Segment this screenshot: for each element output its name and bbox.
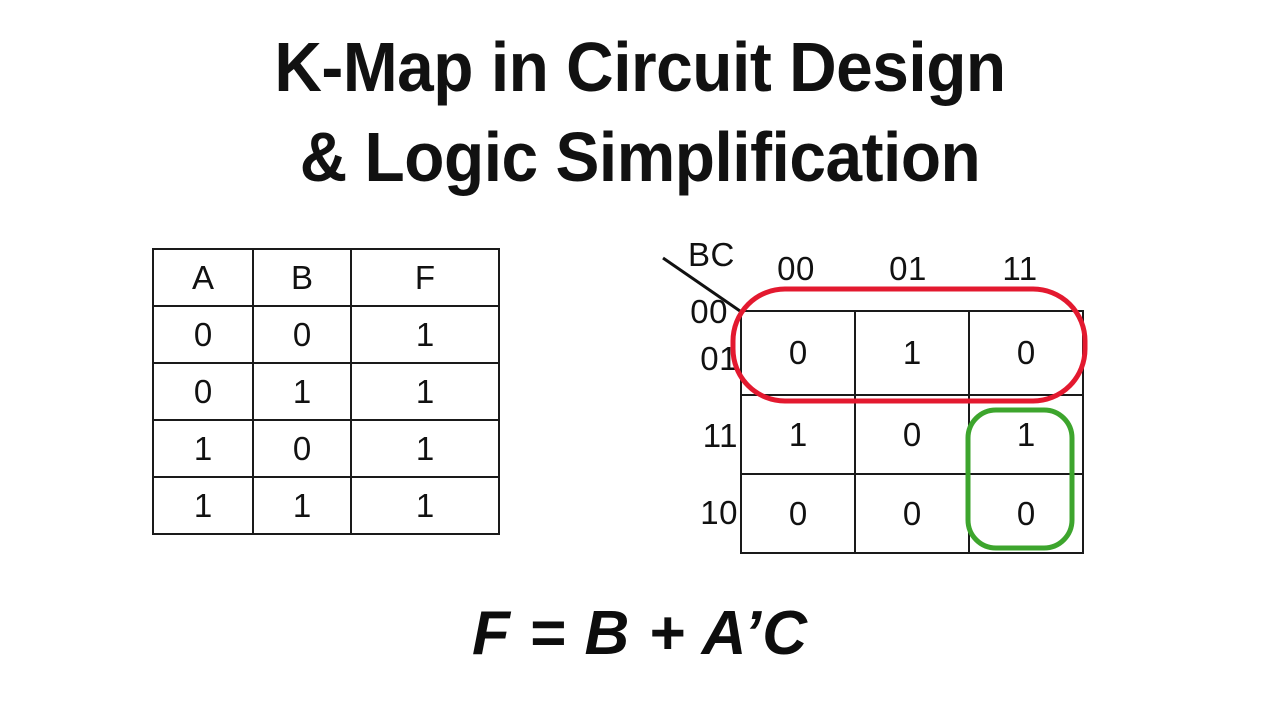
truth-cell-a: 0 (152, 362, 254, 421)
kmap-row: 0 1 0 (740, 310, 1084, 396)
kmap-row: 0 0 0 (740, 473, 1084, 554)
kmap-cell-r2c1: 0 (854, 473, 970, 554)
truth-cell-a: 1 (152, 476, 254, 535)
page-title: K-Map in Circuit Design & Logic Simplifi… (0, 22, 1280, 202)
title-line-1: K-Map in Circuit Design (274, 28, 1006, 106)
kmap-cell-r2c0: 0 (740, 473, 856, 554)
kmap-cell-r1c1: 0 (854, 394, 970, 475)
table-row: 1 1 1 (152, 476, 500, 535)
truth-table-header-a: A (152, 248, 254, 307)
kmap-row: 1 0 1 (740, 394, 1084, 475)
truth-cell-a: 0 (152, 305, 254, 364)
kmap-col-header-01: 01 (889, 250, 927, 287)
truth-cell-f: 1 (350, 476, 500, 535)
truth-cell-b: 0 (252, 419, 352, 478)
kmap-cell-r0c0: 0 (740, 310, 856, 396)
kmap-col-header-00: 00 (777, 250, 815, 287)
table-row: 0 0 1 (152, 305, 500, 364)
kmap-col-header-11: 11 (1002, 250, 1038, 287)
truth-table-header-row: A B F (152, 248, 500, 307)
simplified-expression: F = B + A’C (471, 599, 808, 668)
kmap-corner-label: BC (688, 236, 735, 273)
kmap-cell-r0c1: 1 (854, 310, 970, 396)
truth-table: A B F 0 0 1 0 1 1 1 0 (152, 248, 500, 535)
truth-cell-b: 0 (252, 305, 352, 364)
kmap-row-label-00: 00 (690, 293, 728, 330)
table-row: 0 1 1 (152, 362, 500, 421)
truth-cell-a: 1 (152, 419, 254, 478)
kmap-cell-r1c2: 1 (968, 394, 1084, 475)
kmap-row-label-10: 10 (700, 494, 738, 531)
kmap-cell-r0c2: 0 (968, 310, 1084, 396)
kmap-row-label-11: 11 (702, 417, 738, 454)
truth-cell-f: 1 (350, 362, 500, 421)
table-row: 1 0 1 (152, 419, 500, 478)
kmap-column-headers: 00 01 11 (740, 250, 1077, 288)
truth-cell-b: 1 (252, 362, 352, 421)
kmap-cell-r2c2: 0 (968, 473, 1084, 554)
kmap-cell-r1c0: 1 (740, 394, 856, 475)
karnaugh-map: BC 00 01 11 00 01 11 10 0 1 0 1 0 1 (640, 232, 1110, 562)
kmap-grid: 0 1 0 1 0 1 0 0 0 (740, 310, 1084, 554)
truth-cell-f: 1 (350, 305, 500, 364)
kmap-row-label-01: 01 (700, 340, 738, 377)
truth-table-header-f: F (350, 248, 500, 307)
title-line-2: & Logic Simplification (299, 118, 981, 196)
truth-table-header-b: B (252, 248, 352, 307)
truth-table-grid: A B F 0 0 1 0 1 1 1 0 (152, 248, 500, 535)
truth-cell-f: 1 (350, 419, 500, 478)
truth-cell-b: 1 (252, 476, 352, 535)
